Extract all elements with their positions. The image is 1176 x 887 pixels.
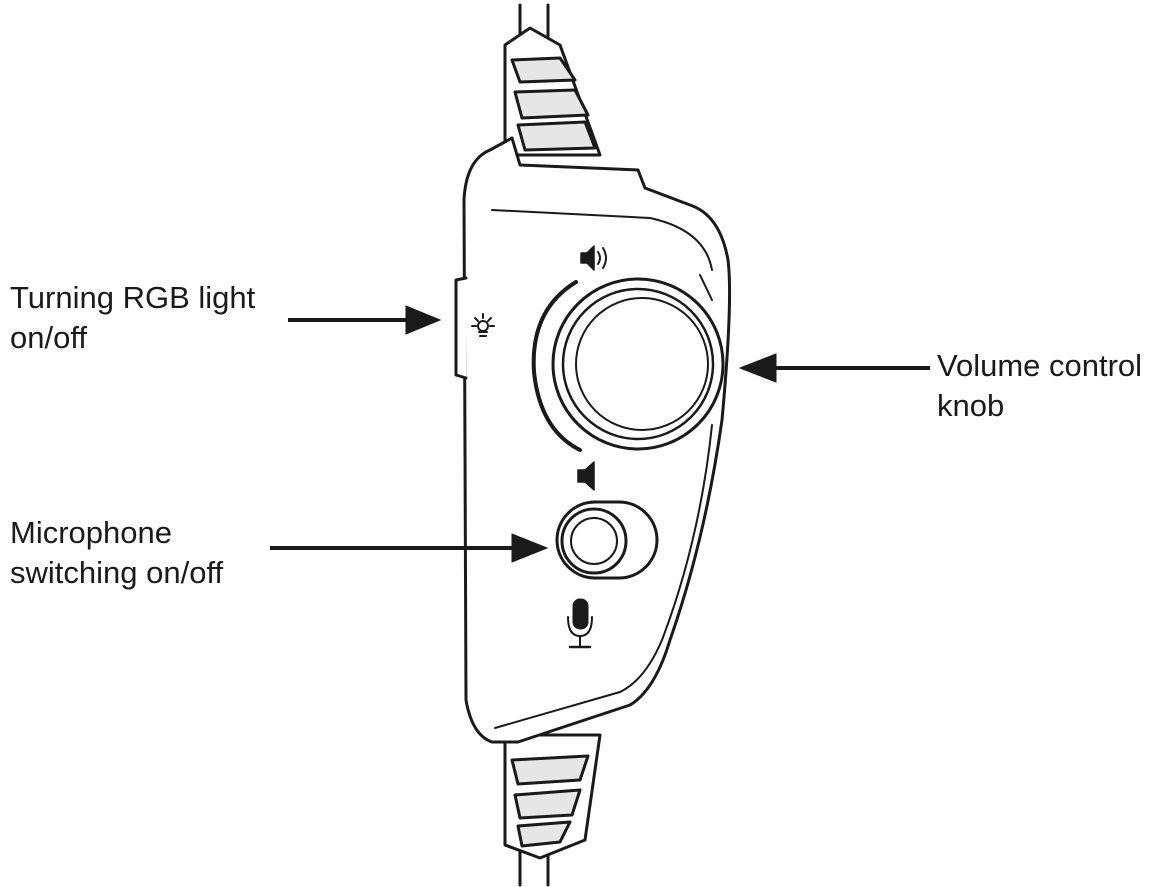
label-rgb-line2: on/off bbox=[10, 320, 88, 355]
label-rgb-line1: Turning RGB light bbox=[10, 280, 256, 315]
volume-scale-arc bbox=[531, 280, 582, 452]
light-bulb-icon bbox=[471, 313, 495, 337]
label-rgb-light: Turning RGB light on/off bbox=[10, 278, 255, 358]
label-mic-line2: switching on/off bbox=[10, 555, 224, 590]
arrow-mic bbox=[270, 533, 549, 563]
label-mic-line1: Microphone bbox=[10, 515, 172, 550]
rgb-button[interactable] bbox=[454, 276, 468, 380]
speaker-low-icon bbox=[577, 461, 595, 491]
top-grip bbox=[503, 26, 602, 157]
arrow-volume bbox=[738, 353, 930, 383]
bottom-grip bbox=[503, 733, 602, 860]
speaker-loud-icon bbox=[580, 245, 607, 271]
mic-switch[interactable] bbox=[555, 500, 659, 580]
arrow-rgb bbox=[288, 305, 442, 335]
label-volume-line2: knob bbox=[937, 388, 1005, 423]
label-microphone: Microphone switching on/off bbox=[10, 513, 223, 593]
volume-knob[interactable] bbox=[551, 277, 725, 451]
microphone-icon bbox=[567, 598, 593, 649]
label-volume-line1: Volume control bbox=[937, 348, 1143, 383]
label-volume-knob: Volume control knob bbox=[937, 346, 1142, 426]
